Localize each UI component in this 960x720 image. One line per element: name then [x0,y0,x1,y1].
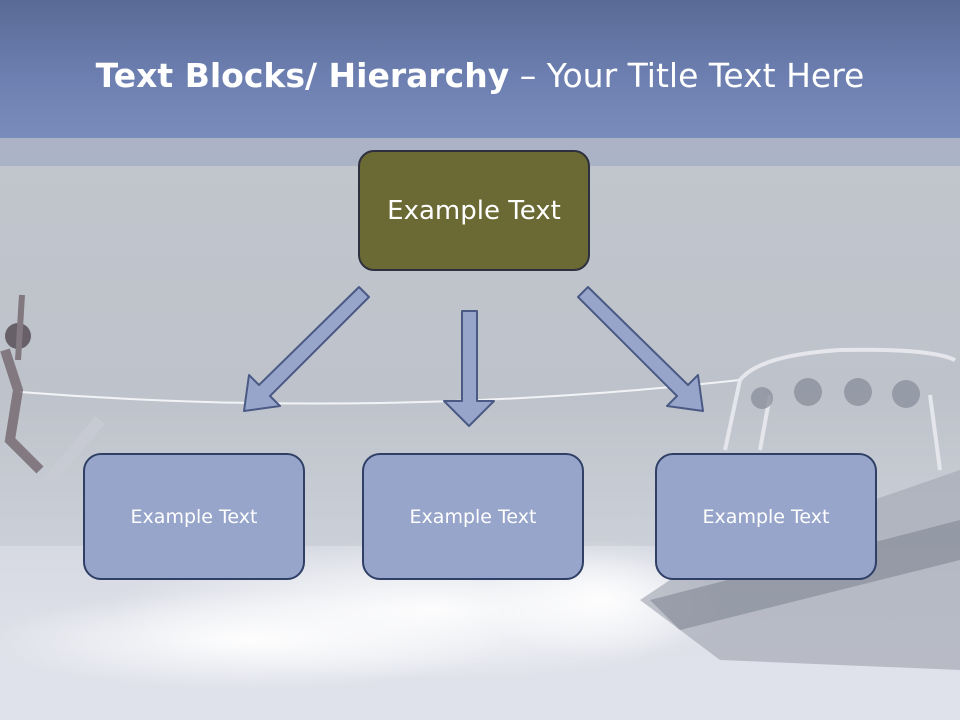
arrow-center [443,310,495,427]
title-regular-part: – Your Title Text Here [509,56,865,95]
child-text-block-label: Example Text [130,505,258,528]
top-text-block-label: Example Text [387,195,561,226]
arrow-right [577,286,704,412]
title-bold-part: Text Blocks/ Hierarchy [95,56,510,95]
child-text-block-label: Example Text [409,505,537,528]
top-text-block: Example Text [358,150,590,271]
child-text-block-left: Example Text [83,453,305,580]
child-text-block-right: Example Text [655,453,877,580]
arrow-left [243,286,370,412]
header-band [0,0,960,138]
child-text-block-label: Example Text [702,505,830,528]
slide-title: Text Blocks/ Hierarchy – Your Title Text… [0,54,960,98]
child-text-block-center: Example Text [362,453,584,580]
